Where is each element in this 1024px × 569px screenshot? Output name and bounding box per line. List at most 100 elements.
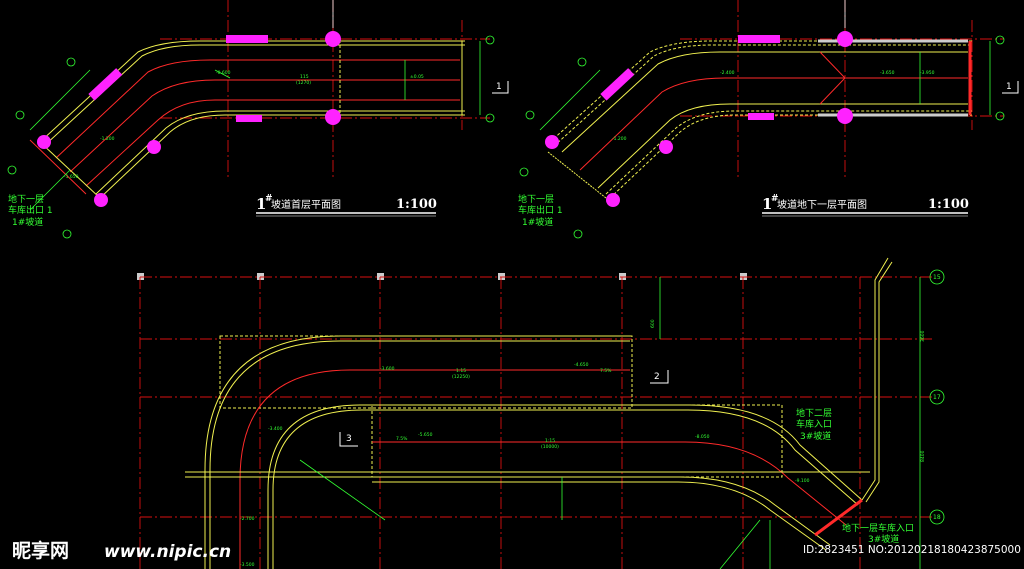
dim-text: -3.650: [880, 70, 895, 76]
ramp-dim-line: [29, 139, 87, 195]
entry-b2-label-line: 车库入口: [796, 418, 832, 430]
title-number: 1: [256, 195, 266, 213]
column-rect: [748, 113, 774, 120]
ramp-start-grate: [547, 151, 607, 199]
column-rect: [738, 35, 780, 43]
column-circle: [94, 193, 108, 207]
grid-marker: [137, 273, 144, 280]
axis-bubble: [995, 35, 1005, 45]
column-rect: [226, 35, 268, 43]
dim-text: 7.5%: [396, 436, 408, 442]
ramp-inner-wall: [267, 404, 630, 569]
section-mark: 1: [1006, 82, 1012, 92]
dim-text: -1.200: [100, 136, 115, 142]
dim-text: (1270): [296, 80, 311, 86]
ramp-center-line: [579, 77, 968, 171]
watermark-id: ID:2823451 NO:20120218180423875000: [803, 544, 1021, 556]
plan-label-line: 1#坡道: [522, 216, 553, 228]
plan-label-suffix: #坡道: [528, 216, 554, 228]
ramp-inner-wall: [99, 114, 465, 199]
dim-text: -0.600: [216, 70, 231, 76]
plan-label-line: 车库出口 1: [518, 204, 563, 216]
grid-marker: [257, 273, 264, 280]
ramp-inner-wall: [372, 476, 831, 546]
axis-bubble: [573, 229, 583, 239]
ramp-center-line: [239, 369, 630, 569]
plan-label-line: 车库出口 1: [8, 204, 53, 216]
ramp-landing-zone: [339, 40, 463, 116]
entry-b1-num: 3: [868, 535, 874, 545]
axis-bubble: [62, 229, 72, 239]
title-superscript: #: [265, 194, 273, 204]
dim-text: -3.500: [240, 562, 255, 568]
ramp-inner-wall-inner: [372, 481, 827, 551]
ramp-lane-line: [55, 59, 460, 159]
grid-marker: [619, 273, 626, 280]
plan-2-ramp-basement-1: -3.650 -3.950 -2.400 -1.200 1 地下一层 车库出口 …: [518, 0, 1019, 239]
section-mark-bracket: [1002, 81, 1019, 94]
ramp-outer-wall: [204, 335, 630, 569]
column-rect: [88, 68, 123, 101]
entry-b2-num: 3: [800, 432, 806, 442]
dim-line: [214, 69, 231, 79]
dim-text: ±0.05: [410, 74, 424, 80]
watermark: 昵享网 www.nipic.cn ID:2823451 NO:201202181…: [12, 539, 1021, 562]
watermark-logo: 昵享网: [12, 539, 69, 562]
title-text: 坡道地下一层平面图: [777, 198, 867, 211]
dim-line: [299, 459, 386, 521]
dim-line: [29, 169, 71, 211]
column-circle: [147, 140, 161, 154]
title-number: 1: [762, 195, 772, 213]
dim-text: 1:15: [545, 438, 555, 444]
column-rect: [600, 68, 635, 101]
plan-2-title: 1 # 坡道地下一层平面图 1:100: [762, 194, 969, 217]
axis-bubble: [929, 509, 945, 525]
dim-text: -5.650: [418, 432, 433, 438]
lower-ramp-zone: [371, 404, 783, 478]
dim-text: 8400: [920, 450, 926, 462]
axis-bubble: [519, 167, 529, 177]
axis-bubble: [66, 57, 76, 67]
ramp-inner-wall: [609, 114, 972, 199]
dim-text: (10000): [541, 444, 559, 450]
axis-label: 17: [933, 394, 941, 401]
watermark-url: www.nipic.cn: [104, 542, 231, 562]
ramp-inner-wall-inner: [272, 409, 630, 569]
title-text: 坡道首层平面图: [271, 198, 341, 211]
column-circle: [837, 31, 853, 47]
dim-text: -2.400: [720, 70, 735, 76]
grid-marker: [377, 273, 384, 280]
axis-bubble: [485, 113, 495, 123]
section-mark: 1: [496, 82, 502, 92]
ramp-curb: [561, 51, 968, 153]
ramp-outer-wall-inner: [553, 44, 972, 147]
column-circle: [37, 135, 51, 149]
axis-label: 15: [933, 274, 941, 281]
dim-text: -3.950: [920, 70, 935, 76]
axis-bubble: [525, 110, 535, 120]
section-mark: 3: [346, 434, 352, 444]
entry-b1-label-line: 3#坡道: [868, 533, 899, 545]
plan-label-line: 地下一层: [518, 193, 554, 205]
side-wall-inner: [865, 261, 893, 503]
ramp-outer-wall: [372, 404, 863, 501]
plan-label-line: 地下一层: [8, 193, 44, 205]
ramp-split-line: [819, 51, 846, 105]
column-circle: [545, 135, 559, 149]
dim-text: 3600: [920, 330, 926, 342]
dim-text: 600: [650, 319, 656, 328]
dim-text: 1:15: [456, 368, 466, 374]
ramp-outer-wall: [39, 40, 465, 143]
axis-bubble: [995, 111, 1005, 121]
ramp-entry-edge: [814, 498, 863, 537]
plan-label-line: 1#坡道: [12, 216, 43, 228]
ramp-outer-wall-inner: [209, 340, 630, 569]
plan-label-num: 1: [522, 218, 528, 228]
entry-b2-suffix: #坡道: [806, 430, 832, 442]
column-circle: [606, 193, 620, 207]
entry-b1-suffix: #坡道: [874, 533, 900, 545]
side-wall: [861, 257, 889, 501]
ramp-center-line: [372, 441, 847, 526]
ramp-curb: [597, 103, 968, 189]
